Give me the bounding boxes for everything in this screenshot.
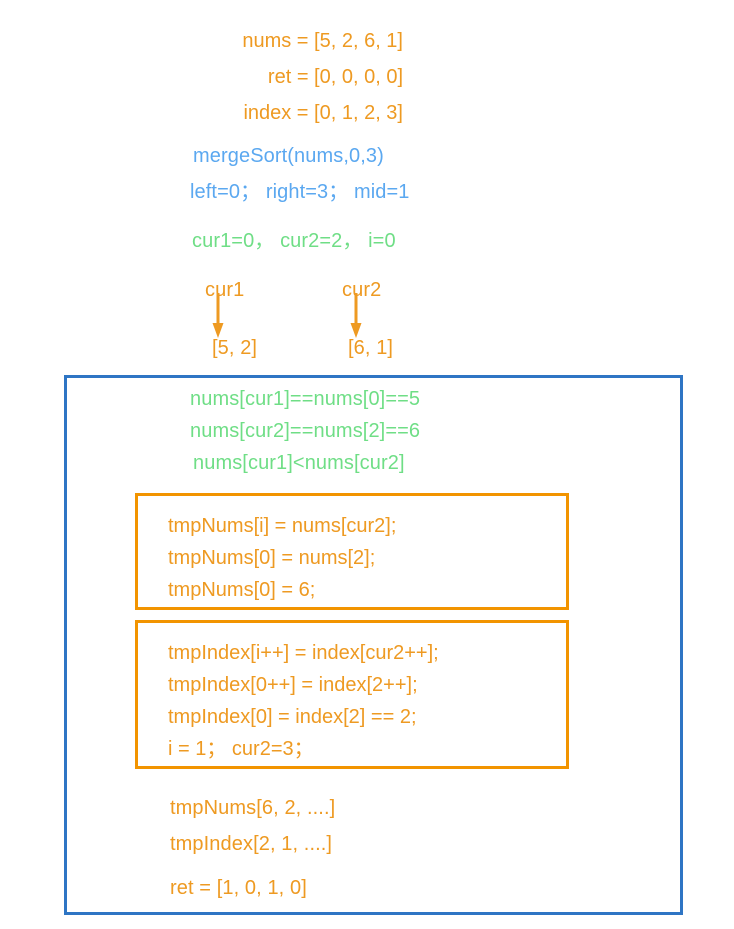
tmpindex-assignment-box: tmpIndex[i++] = index[cur2++]; tmpIndex[… [135,620,569,769]
down-arrow-icon-cur2 [350,293,362,338]
result-tmpnums-line: tmpNums[6, 2, ....] [170,797,336,819]
tmpnums-assignment-box: tmpNums[i] = nums[cur2]; tmpNums[0] = nu… [135,493,569,610]
comparison-line-1: nums[cur1]==nums[0]==5 [190,388,421,410]
mergesort-call-line: mergeSort(nums,0,3) [193,145,384,167]
index-array-line: index = [0, 1, 2, 3] [243,102,403,124]
tmpnums-line-1: tmpNums[i] = nums[cur2]; [168,515,397,537]
subarray-value-cur2: [6, 1] [348,337,394,359]
comparison-line-3: nums[cur1]<nums[cur2] [193,452,405,474]
ret-array-line: ret = [0, 0, 0, 0] [267,66,403,88]
nums-array-line: nums = [5, 2, 6, 1] [242,30,403,52]
tmpnums-line-3: tmpNums[0] = 6; [168,579,316,601]
tmpindex-line-2: tmpIndex[0++] = index[2++]; [168,674,418,696]
result-ret-line: ret = [1, 0, 1, 0] [170,877,307,899]
subarray-value-cur1: [5, 2] [212,337,258,359]
tmpindex-line-4: i = 1； cur2=3； [168,738,314,760]
cursor-vars-line: cur1=0， cur2=2， i=0 [192,230,396,252]
tmpindex-line-3: tmpIndex[0] = index[2] == 2; [168,706,417,728]
comparison-line-2: nums[cur2]==nums[2]==6 [190,420,421,442]
down-arrow-icon-cur1 [212,293,224,338]
pointer-label-cur2: cur2 [342,279,382,301]
pointer-label-cur1: cur1 [205,279,245,301]
tmpnums-line-2: tmpNums[0] = nums[2]; [168,547,376,569]
merge-step-frame: nums[cur1]==nums[0]==5 nums[cur2]==nums[… [64,375,683,915]
tmpindex-line-1: tmpIndex[i++] = index[cur2++]; [168,642,439,664]
bounds-vars-line: left=0； right=3； mid=1 [190,181,410,203]
result-tmpindex-line: tmpIndex[2, 1, ....] [170,833,333,855]
